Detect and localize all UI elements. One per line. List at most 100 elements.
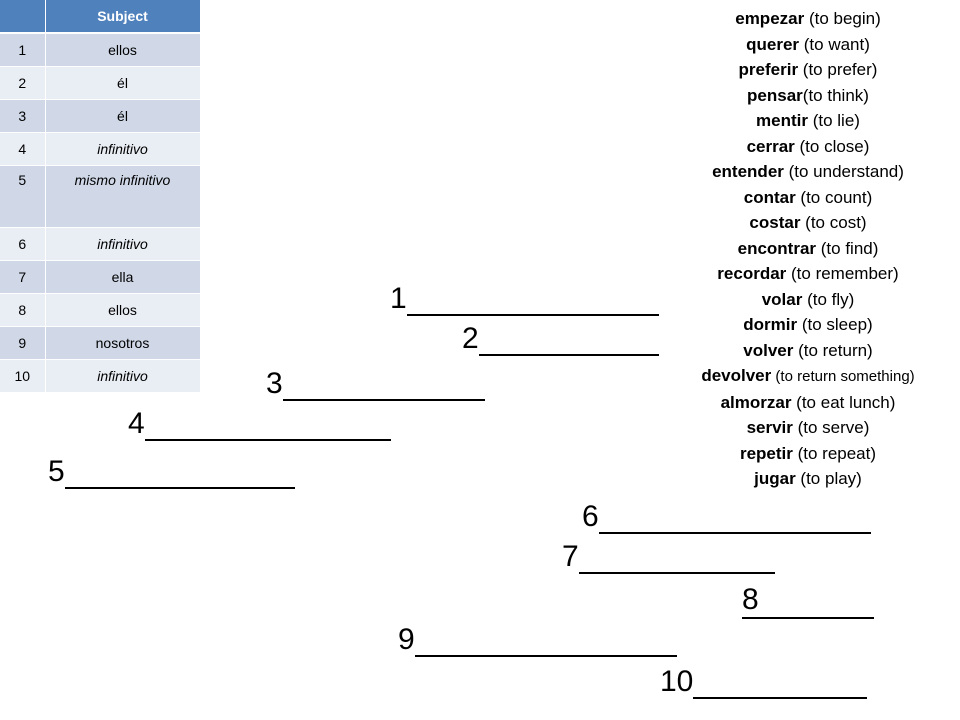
verb-meaning: (to play) [795,469,862,488]
verb-meaning: (to count) [795,187,873,207]
answer-blank-3[interactable]: 3 [266,367,485,401]
row-number: 9 [0,326,46,360]
verb-item: contar (to count) [658,185,958,211]
row-subject: nosotros [45,326,201,360]
row-subject: él [45,66,201,100]
blank-line[interactable] [598,502,871,534]
row-number: 3 [0,99,46,133]
verb-list: empezar (to begin)querer (to want)prefer… [658,6,958,492]
row-subject: infinitivo [45,227,201,261]
verb-item: devolver (to return something) [658,363,958,390]
verb-meaning: (to lie) [808,111,860,130]
row-number: 10 [0,359,46,393]
verb-meaning: (to close) [794,136,870,156]
row-number: 5 [0,165,46,228]
blank-line[interactable] [406,284,659,316]
table-header-row: Subject [0,0,201,34]
verb-meaning: (to eat lunch) [791,392,896,412]
verb-infinitive: volver [743,340,794,360]
verb-meaning: (to repeat) [792,443,877,463]
verb-meaning: (to think) [802,85,869,105]
answer-blank-1[interactable]: 1 [390,282,659,316]
verb-item: repetir (to repeat) [658,441,958,467]
verb-meaning: (to fly) [802,289,855,309]
answer-blank-6[interactable]: 6 [582,500,871,534]
verb-infinitive: entender [712,162,784,181]
verb-meaning: (to return) [793,340,873,360]
answer-blank-9[interactable]: 9 [398,623,677,657]
answer-blank-5[interactable]: 5 [48,455,295,489]
verb-infinitive: preferir [738,60,799,79]
verb-meaning: (to begin) [804,9,881,28]
blank-line[interactable] [64,457,295,489]
blank-number: 3 [266,367,283,400]
verb-item: preferir (to prefer) [658,57,958,83]
verb-item: entender (to understand) [658,159,958,185]
row-number: 2 [0,66,46,100]
verb-meaning: (to want) [799,34,870,54]
verb-meaning: (to remember) [786,264,899,283]
blank-line[interactable] [282,369,485,401]
verb-item: volver (to return) [658,338,958,364]
blank-number: 5 [48,455,65,488]
verb-meaning: (to find) [816,238,879,258]
header-subject: Subject [45,0,201,34]
verb-meaning: (to understand) [783,162,904,181]
answer-blank-7[interactable]: 7 [562,540,775,574]
row-subject: él [45,99,201,133]
verb-item: querer (to want) [658,32,958,58]
verb-meaning: (to prefer) [798,60,878,79]
answer-blank-4[interactable]: 4 [128,407,391,441]
blank-line[interactable] [478,324,659,356]
verb-meaning: (to sleep) [797,315,873,334]
row-subject: ellos [45,33,201,67]
verb-item: volar (to fly) [658,287,958,313]
blank-line[interactable] [578,542,775,574]
verb-infinitive: devolver [701,366,772,385]
verb-infinitive: recordar [717,264,787,283]
row-number: 1 [0,33,46,67]
verb-infinitive: jugar [754,469,796,488]
verb-item: recordar (to remember) [658,261,958,287]
verb-infinitive: volar [761,289,803,309]
answer-blank-8[interactable]: 8 [742,583,874,619]
blank-number: 8 [742,583,759,616]
verb-infinitive: mentir [756,111,808,130]
row-number: 8 [0,293,46,327]
row-subject: mismo infinitivo [45,165,201,228]
blank-line[interactable] [144,409,391,441]
blank-number: 2 [462,322,479,355]
answer-blank-2[interactable]: 2 [462,322,659,356]
row-number: 6 [0,227,46,261]
blank-number: 1 [390,282,407,315]
verb-infinitive: querer [746,34,800,54]
answer-blank-10[interactable]: 10 [660,665,868,699]
blank-line[interactable] [414,625,677,657]
row-subject: infinitivo [45,359,201,393]
verb-infinitive: cerrar [746,136,795,156]
row-subject: ella [45,260,201,294]
blank-line[interactable] [693,667,868,699]
verb-item: servir (to serve) [658,415,958,441]
verb-item: mentir (to lie) [658,108,958,134]
verb-infinitive: costar [749,213,801,232]
row-number: 7 [0,260,46,294]
verb-item: costar (to cost) [658,210,958,236]
verb-infinitive: servir [746,418,793,437]
verb-item: pensar(to think) [658,83,958,109]
header-number [0,0,46,34]
verb-infinitive: pensar [747,85,803,105]
verb-infinitive: dormir [743,315,798,334]
verb-meaning: (to return something) [771,368,915,385]
verb-item: encontrar (to find) [658,236,958,262]
